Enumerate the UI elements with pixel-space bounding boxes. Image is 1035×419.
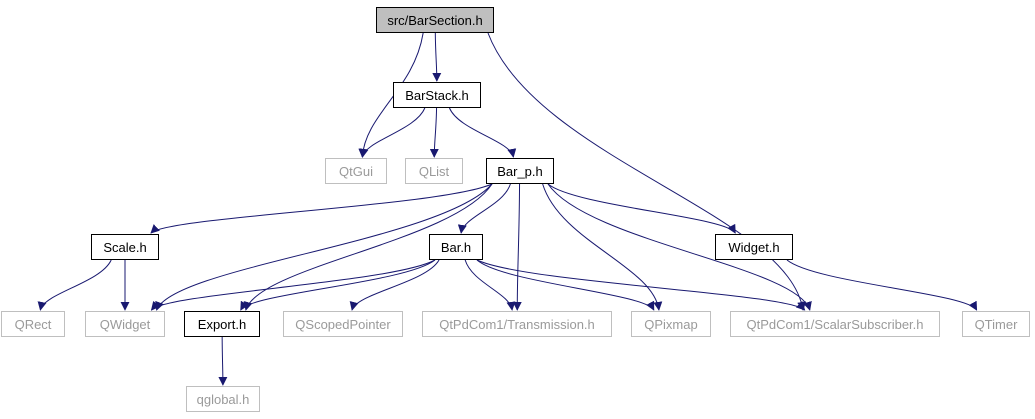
node-scalarsubscriber: QtPdCom1/ScalarSubscriber.h [730, 311, 940, 337]
edge-bar-to-qscopedpointer [349, 259, 440, 311]
node-qtimer: QTimer [962, 311, 1030, 337]
node-transmission: QtPdCom1/Transmission.h [422, 311, 612, 337]
node-barsection: src/BarSection.h [376, 7, 494, 33]
edge-barsection-to-qtgui [358, 32, 424, 158]
node-qglobal: qglobal.h [186, 386, 260, 412]
node-qtgui: QtGui [325, 158, 387, 184]
edge-bar_p-to-scale [150, 183, 493, 234]
node-export[interactable]: Export.h [184, 311, 260, 337]
edge-bar_p-to-qpixmap [542, 183, 663, 311]
node-widget[interactable]: Widget.h [715, 234, 793, 260]
edge-barsection-to-barstack [432, 32, 442, 82]
edge-bar-to-scalarsubscriber [476, 259, 806, 311]
node-bar-p[interactable]: Bar_p.h [486, 158, 554, 184]
edge-bar_p-to-scalarsubscriber [547, 183, 812, 311]
node-qscopedpointer: QScopedPointer [283, 311, 403, 337]
node-bar[interactable]: Bar.h [429, 234, 483, 260]
edge-bar_p-to-widget [547, 183, 736, 234]
edge-bar-to-qpixmap [476, 259, 655, 311]
node-qlist: QList [405, 158, 463, 184]
edge-widget-to-qtimer [786, 259, 978, 311]
edge-bar-to-transmission [464, 259, 516, 311]
edge-barstack-to-qlist [429, 107, 439, 158]
edge-bar_p-to-export [243, 183, 493, 311]
edge-barsection-to-scalarsubscriber [487, 32, 807, 311]
edge-bar-to-export [240, 259, 436, 311]
edge-bar_p-to-qwidget [155, 183, 493, 311]
edge-barstack-to-qtgui [359, 107, 426, 158]
node-barstack[interactable]: BarStack.h [393, 82, 481, 108]
edge-bar_p-to-bar [457, 183, 511, 234]
edge-bar-to-qwidget [150, 259, 436, 311]
node-scale[interactable]: Scale.h [91, 234, 159, 260]
edge-barstack-to-bar_p [448, 107, 517, 158]
node-qrect: QRect [1, 311, 65, 337]
node-qwidget: QWidget [85, 311, 165, 337]
edge-bar_p-to-transmission [512, 183, 522, 311]
node-qpixmap: QPixmap [631, 311, 711, 337]
edge-scale-to-qrect [37, 259, 112, 311]
edge-export-to-qglobal [218, 336, 228, 386]
